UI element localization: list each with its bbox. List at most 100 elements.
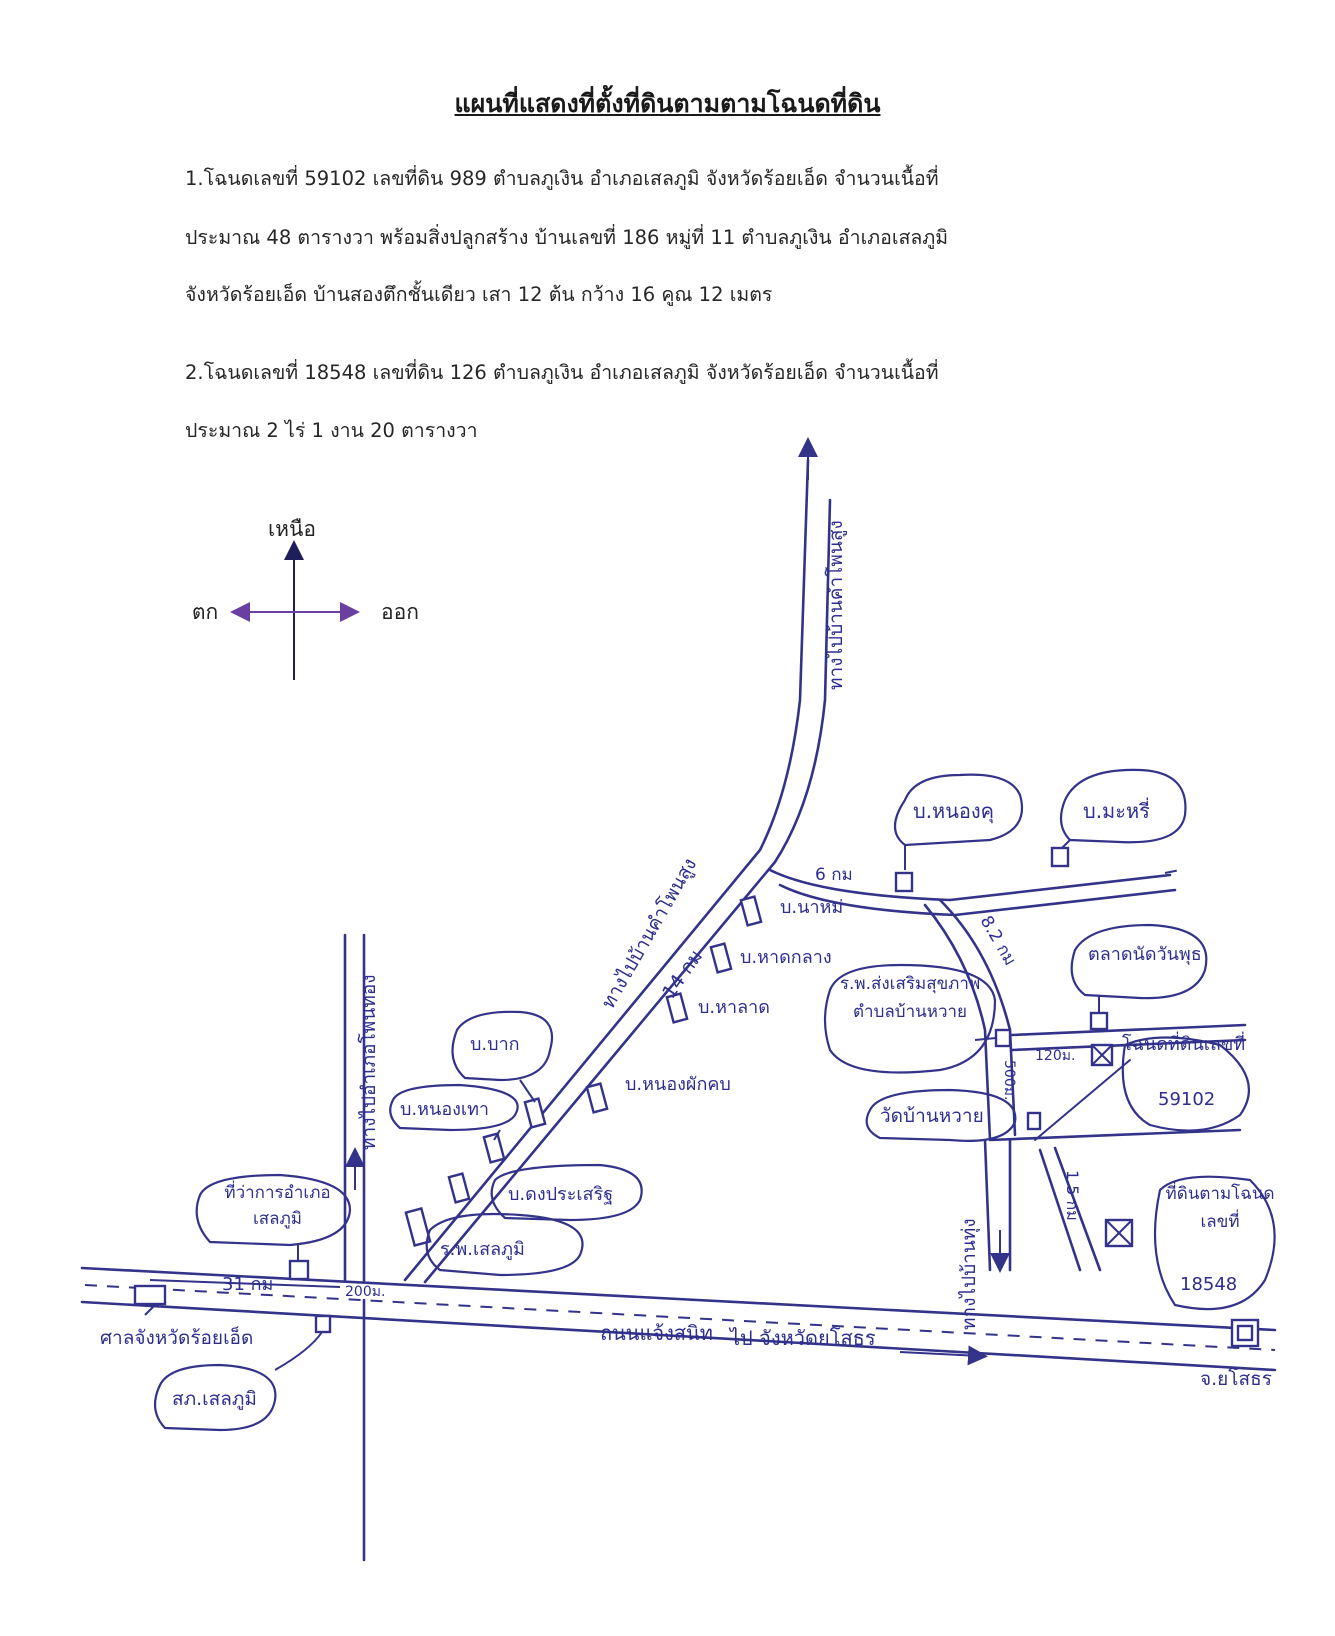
deed1-line3: จังหวัดร้อยเอ็ด บ้านสองตึกชั้นเดียว เสา …: [185, 283, 773, 306]
building-na-hom: [739, 895, 763, 927]
road-thung-label: ทางไปบ้านทุ่ง: [958, 1218, 981, 1330]
place-health-center-box: ร.พ.ส่งเสริมสุขภาพตำบลบ้านหวาย: [840, 974, 980, 1022]
bubble-wat: [865, 1088, 1017, 1142]
leader-nong-thao: [493, 1129, 501, 1141]
leader-ma-hi: [1061, 839, 1071, 849]
building-health-center: [994, 1028, 1012, 1048]
leader-police: [274, 1331, 323, 1371]
place-nong-khu: บ.หนองคุ: [913, 799, 994, 824]
road-east-branch: [768, 868, 1181, 1273]
bubble-deed-59102: [1121, 1036, 1250, 1132]
road-deed1-upper-edge: [1010, 1023, 1247, 1037]
road-kham-phon-sung: [403, 437, 832, 1284]
place-nong-phak-kha: บ.หนองผักคบ: [625, 1074, 731, 1095]
place-police: สภ.เสลภูมิ: [172, 1388, 257, 1410]
building-bak: [523, 1097, 547, 1129]
deed2-line1: 2.โฉนดเลขที่ 18548 เลขที่ดิน 126 ตำบลภูเ…: [185, 361, 939, 384]
distance-500-label: 500ม.: [1001, 1060, 1017, 1100]
road-deed-59102: [988, 1023, 1247, 1272]
bubble-nong-thao: [389, 1083, 519, 1132]
road-deed2-upper-edge: [988, 1128, 1242, 1142]
place-deed2-box: ที่ดินตามโฉนดเลขที่: [1165, 1184, 1275, 1232]
road-kham-phon-sung-right-edge: [423, 498, 832, 1284]
building-market: [1089, 1011, 1109, 1031]
place-labels: บ.หนองคุ บ.มะหรี่ บ.นาหม่ บ.หาดกลาง บ.หา…: [100, 797, 1275, 1410]
place-bak: บ.บาก: [470, 1034, 520, 1055]
building-wat: [1026, 1111, 1042, 1131]
place-court: ศาลจังหวัดร้อยเอ็ด: [100, 1325, 253, 1349]
bubble-health-center: [823, 963, 997, 1074]
bubble-hospital-selaphum: [425, 1212, 584, 1277]
place-district-office: ที่ว่าการอำเภอเสลภูมิ: [224, 1183, 331, 1229]
road-huai-left-edge: [923, 903, 992, 1142]
bubble-district-office: [195, 1173, 352, 1247]
building-hospital-selaphum: [404, 1207, 432, 1247]
bubble-dong-prasoet: [490, 1163, 643, 1222]
bubble-deed-18548: [1153, 1175, 1276, 1311]
distance-31-line: [149, 1279, 341, 1288]
road-deed2-left-edge: [1038, 1148, 1082, 1272]
document-title: แผนที่แสดงที่ตั้งที่ดินตามตามโฉนดที่ดิน: [454, 89, 881, 118]
place-hat-klang: บ.หาดกลาง: [740, 947, 832, 968]
road-thung-left-edge: [983, 1138, 992, 1272]
road-deed2-right-edge: [1053, 1146, 1102, 1272]
main-road-upper-edge: [80, 1266, 1277, 1332]
road-north-1-label: ทางไปบ้านคำโพนสูง: [824, 520, 847, 690]
place-ha-lat: บ.หาลาด: [698, 997, 770, 1018]
yasothon-marker-icon: [1230, 1318, 1260, 1348]
deed-18548-marker-icon: [1104, 1218, 1134, 1248]
deed1-line1: 1.โฉนดเลขที่ 59102 เลขที่ดิน 989 ตำบลภูเ…: [185, 167, 939, 190]
main-road-centerline: [84, 1284, 1276, 1351]
east-branch-upper-edge: [768, 868, 1172, 902]
compass-east-label: ออก: [381, 600, 419, 624]
bubble-police: [153, 1363, 277, 1432]
distance-6-label: 6 กม: [815, 865, 853, 885]
place-dong-prasoet: บ.ดงประเสริฐ: [508, 1184, 613, 1205]
bubble-market: [1070, 923, 1208, 1000]
east-branch-lower-edge: [778, 883, 1177, 917]
main-road-name: ถนนแจ้งสนิท: [600, 1321, 713, 1345]
place-yasothon: จ.ยโสธร: [1200, 1367, 1272, 1390]
building-dong-prasoet: [447, 1172, 471, 1204]
road-huai-right-edge: [938, 898, 1017, 1137]
distance-200-label: 200ม.: [345, 1284, 385, 1300]
label-bubbles: [144, 768, 1276, 1432]
buildings: [133, 846, 1260, 1348]
deed1-line2: ประมาณ 48 ตารางวา พร้อมสิ่งปลูกสร้าง บ้า…: [185, 226, 949, 249]
building-ha-lat: [665, 992, 689, 1024]
place-market: ตลาดนัดวันพุธ: [1088, 944, 1202, 965]
main-road-destination: ไป จังหวัดยโสธร: [728, 1326, 876, 1350]
main-road: [80, 1266, 1277, 1372]
road-kham-phon-sung-left-edge: [403, 458, 810, 1282]
main-road-lower-edge: [80, 1300, 1277, 1372]
place-ma-hi: บ.มะหรี่: [1083, 797, 1150, 823]
distance-31-label: 31 กม: [222, 1274, 273, 1295]
building-ma-hi: [1050, 846, 1070, 868]
bubble-ma-hi: [1059, 768, 1187, 844]
deed2-line2: ประมาณ 2 ไร่ 1 งาน 20 ตารางวา: [185, 419, 478, 442]
distance-14-label: 14 กม: [658, 946, 707, 1003]
building-district-office: [288, 1259, 310, 1281]
leader-court: [144, 1304, 156, 1316]
compass-north-label: เหนือ: [268, 517, 316, 541]
leader-health-center: [974, 1037, 997, 1041]
distance-1-5-label: 1.5 กม: [1063, 1170, 1082, 1221]
building-police: [314, 1314, 332, 1334]
road-diagonal-to-deed1: [1034, 1059, 1131, 1141]
place-wat: วัดบ้านหวาย: [880, 1105, 984, 1127]
compass-west-label: ตก: [192, 600, 218, 624]
building-nong-thao: [482, 1132, 506, 1164]
road-labels: ถนนแจ้งสนิท ไป จังหวัดยโสธร ทางไปบ้านคำโ…: [357, 520, 988, 1366]
leader-bak: [519, 1079, 536, 1103]
place-deed2-number: 18548: [1180, 1274, 1237, 1295]
place-deed1-label: โฉนดที่ดินเลขที่: [1122, 1031, 1245, 1055]
building-nong-khu: [894, 871, 914, 893]
bubble-nong-khu: [893, 773, 1024, 847]
road-phon-thong-label: ทางไปอำเภอโพนทอง: [357, 974, 380, 1150]
distance-8-label: 8.2 กม: [976, 913, 1020, 970]
place-nong-thao: บ.หนองเทา: [400, 1099, 489, 1120]
place-deed2-label: ที่ดินตามโฉนดเลขที่: [1165, 1184, 1275, 1232]
east-branch-dash: [1164, 869, 1181, 874]
